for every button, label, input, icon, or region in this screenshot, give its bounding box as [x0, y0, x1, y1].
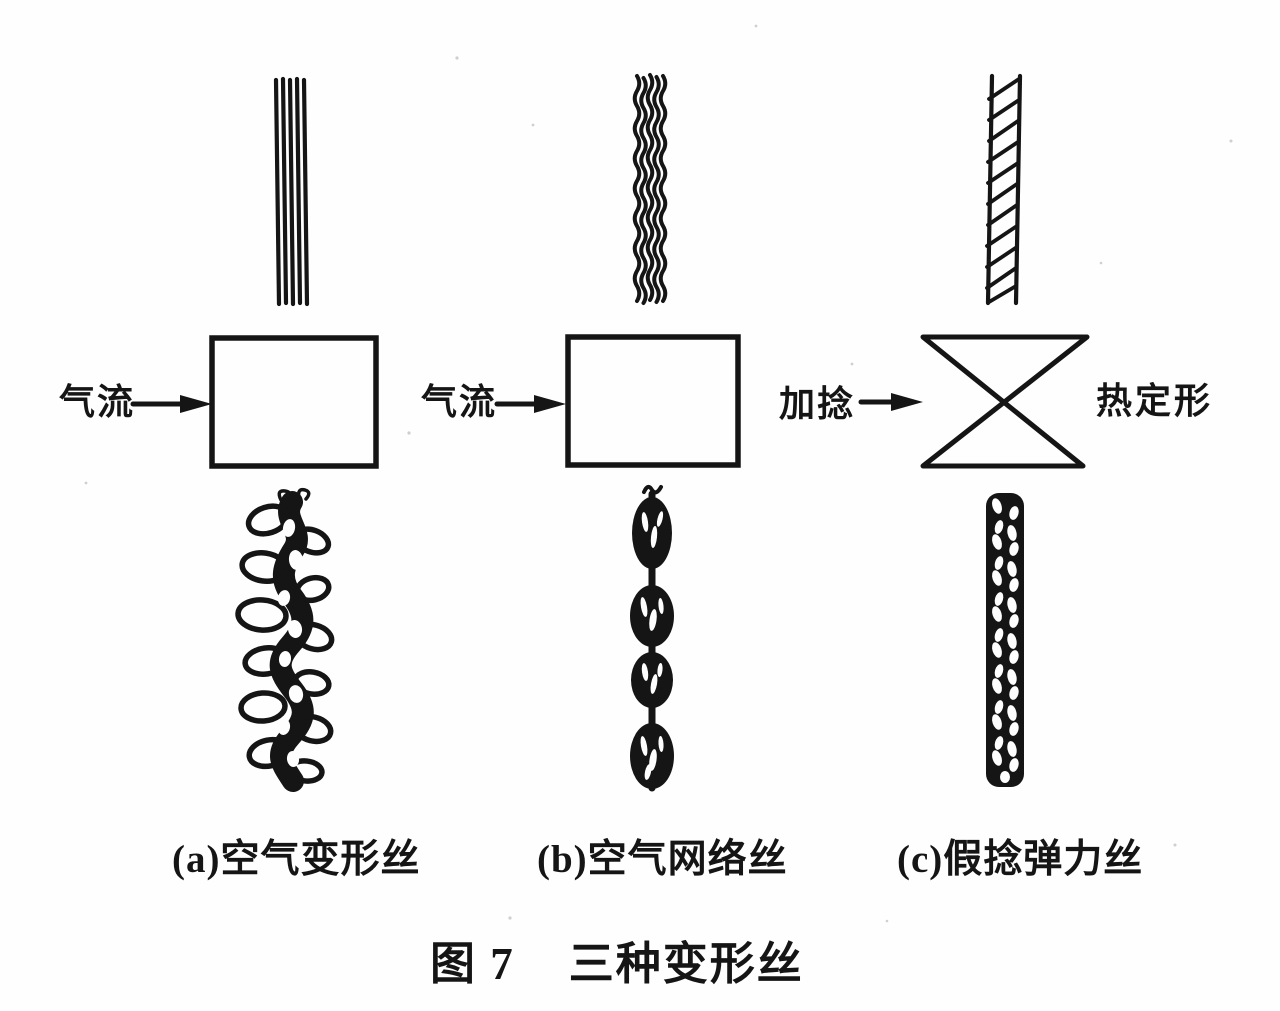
heat-setting-label-c: 热定形	[1096, 381, 1214, 421]
straight-filaments-drawing	[273, 76, 310, 307]
airflow-label-a: 气流	[59, 382, 136, 422]
airflow-label-b: 气流	[421, 382, 498, 422]
column-caption-a: (a)空气变形丝	[172, 838, 421, 881]
air-interlaced-yarn-drawing	[630, 485, 674, 792]
airflow-arrow-b	[494, 395, 566, 413]
figure-number: 图 7	[430, 939, 515, 989]
air-jet-box-b	[565, 334, 741, 468]
twisted-filament-band-drawing	[985, 73, 1023, 306]
false-twist-spindle	[920, 334, 1090, 469]
column-caption-b: (b)空气网络丝	[537, 838, 788, 881]
figure-caption: 图 7 三种变形丝	[430, 927, 804, 992]
scan-specks	[84, 24, 1233, 923]
airflow-arrow-a	[130, 395, 212, 413]
column-caption-c: (c)假捻弹力丝	[897, 838, 1144, 881]
twist-label-c: 加捻	[779, 384, 856, 424]
twist-arrow-c	[858, 393, 923, 411]
figure-title: 三种变形丝	[568, 939, 804, 989]
crimped-filaments-drawing	[632, 73, 668, 305]
air-textured-yarn-drawing	[235, 487, 335, 792]
air-jet-box-a	[209, 335, 379, 469]
false-twist-yarn-drawing	[986, 493, 1024, 787]
